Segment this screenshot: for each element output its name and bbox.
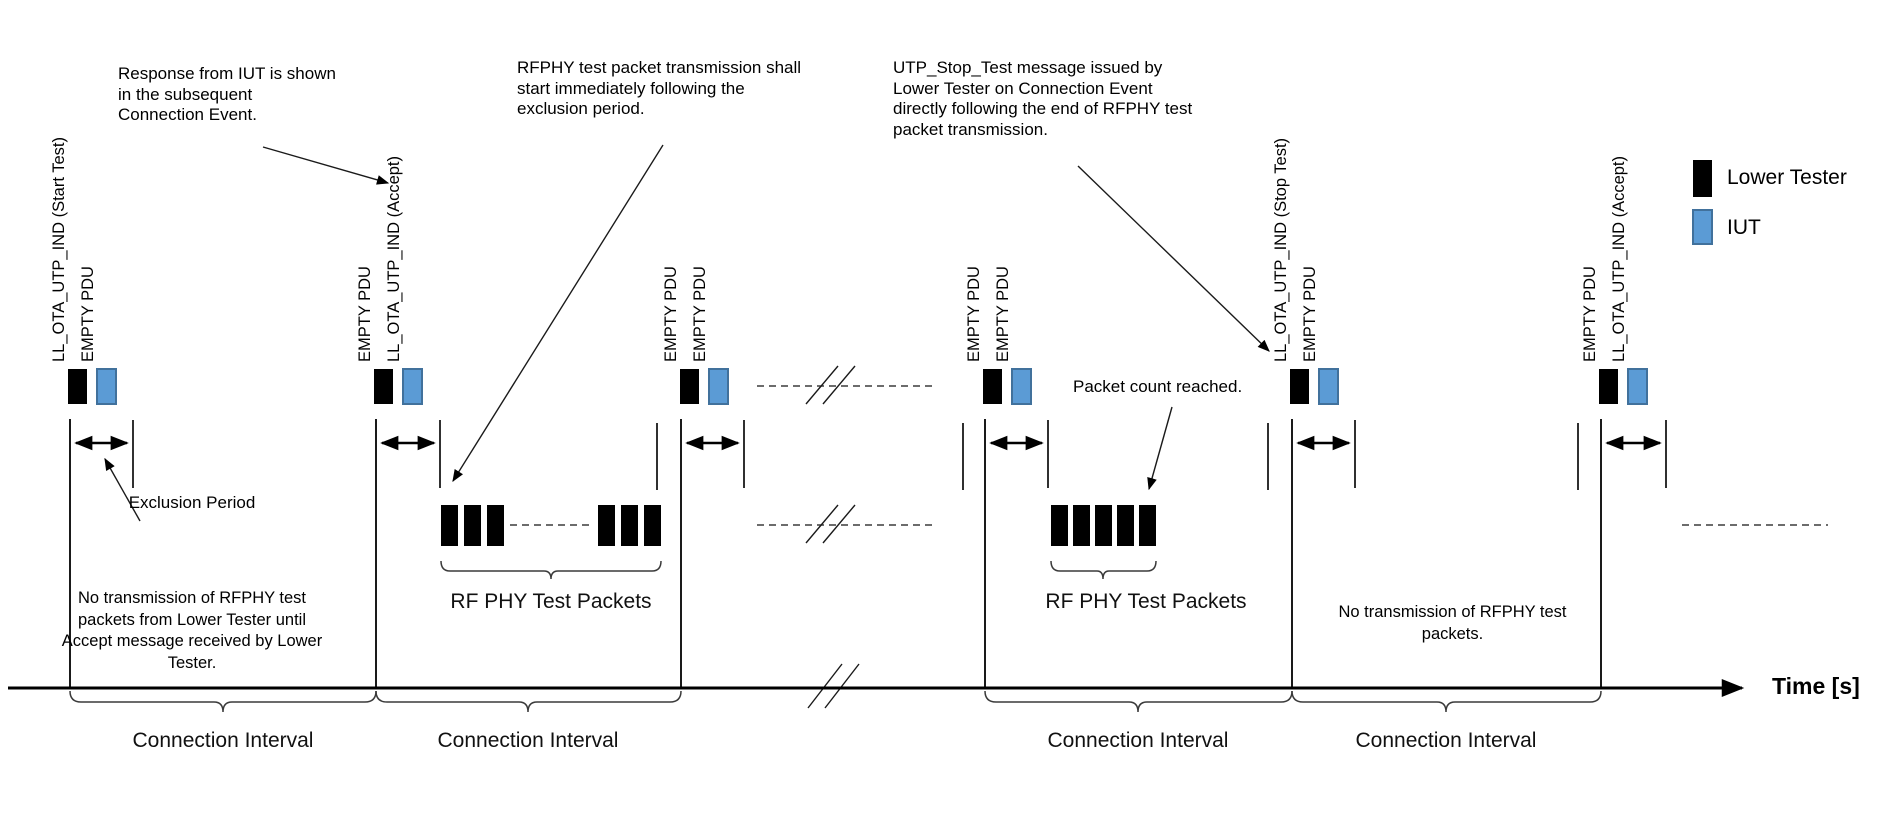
callout-arrows (104, 144, 1270, 522)
pdu-label-accept: LL_OTA_UTP_IND (Accept) (385, 155, 403, 362)
connection-event-boundary-lines (69, 419, 1602, 687)
exclusion-period-end-ticks (132, 420, 1667, 488)
connection-interval-label: Connection Interval (1355, 729, 1537, 752)
exclusion-callout-arrow (104, 457, 141, 522)
time-axis-label: Time [s] (1772, 673, 1860, 699)
pdu-label-accept: LL_OTA_UTP_IND (Accept) (1610, 155, 1628, 362)
continuation-dashed-lines (510, 385, 1828, 526)
pdu-label-stop-test: LL_OTA_UTP_IND (Stop Test) (1272, 137, 1290, 362)
pdu-label-empty: EMPTY PDU (965, 266, 983, 362)
lower-tester-pdu-boxes (68, 369, 1618, 404)
legend-lower-tester-label: Lower Tester (1727, 166, 1847, 189)
pdu-label-empty: EMPTY PDU (994, 266, 1012, 362)
utp-stop-callout-arrow (1077, 165, 1270, 352)
annotation-no-tx-until-accept: No transmission of RFPHY test packets fr… (61, 589, 323, 672)
legend-iut-label: IUT (1727, 216, 1761, 239)
pdu-label-empty: EMPTY PDU (79, 266, 97, 362)
connection-interval-label: Connection Interval (132, 729, 314, 752)
pdu-label-empty: EMPTY PDU (356, 266, 374, 362)
response-callout-arrow (262, 146, 390, 185)
connection-interval-braces (69, 690, 1602, 713)
connection-interval-label: Connection Interval (1047, 729, 1229, 752)
pdu-label-empty: EMPTY PDU (662, 266, 680, 362)
rf-phy-test-packet-bars (441, 505, 1156, 546)
iut-pdu-boxes (96, 368, 1648, 405)
rfphy-start-callout-arrow (452, 144, 664, 483)
annotation-rfphy-start: RFPHY test packet transmission shall sta… (517, 58, 802, 118)
annotation-no-tx: No transmission of RFPHY test packets. (1338, 603, 1567, 643)
annotation-utp-stop: UTP_Stop_Test message issued by Lower Te… (893, 58, 1193, 139)
packet-count-callout-arrow (1147, 406, 1173, 491)
rf-phy-test-packets-label: RF PHY Test Packets (1045, 590, 1247, 613)
rf-packet-braces (440, 560, 1157, 580)
axis-break-marks (805, 365, 860, 709)
interval-close-ticks (656, 423, 1579, 490)
annotation-response-from-iut: Response from IUT is shown in the subseq… (118, 64, 336, 124)
rf-phy-test-packets-label: RF PHY Test Packets (450, 590, 652, 613)
pdu-label-empty: EMPTY PDU (1581, 266, 1599, 362)
pdu-label-empty: EMPTY PDU (691, 266, 709, 362)
connection-interval-label: Connection Interval (437, 729, 619, 752)
pdu-label-start-test: LL_OTA_UTP_IND (Start Test) (50, 137, 68, 362)
annotation-exclusion-period: Exclusion Period (128, 493, 256, 512)
annotation-packet-count: Packet count reached. (1073, 377, 1243, 396)
pdu-label-empty: EMPTY PDU (1301, 266, 1319, 362)
legend-lower-tester-swatch (1693, 160, 1712, 197)
legend-iut-swatch (1692, 209, 1713, 245)
